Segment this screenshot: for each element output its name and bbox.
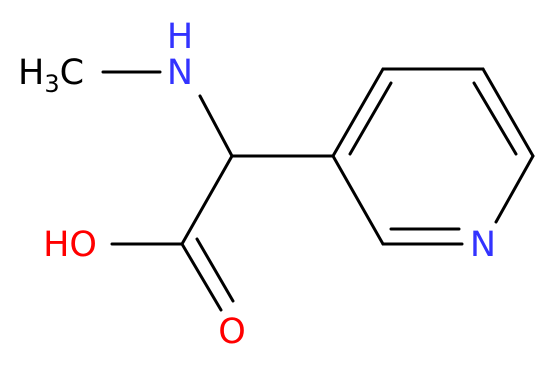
- ring-bond-c2-c3: [331, 154, 385, 246]
- ring-bond-c6-n1: [494, 154, 535, 224]
- hydroxyl-label: HO: [43, 225, 97, 265]
- ring-bond-c5-c6: [481, 67, 535, 158]
- carbonyl-oxygen-label: O: [218, 312, 246, 352]
- amine-hydrogen-label: H: [167, 17, 193, 57]
- pyridine-nitrogen-label: N: [470, 225, 496, 265]
- bond-alpha-carbon-carboxyl: [180, 154, 234, 246]
- amine-nitrogen-label: N: [167, 53, 193, 93]
- ring-bond-c5-c6-inner: [472, 81, 518, 156]
- bond-carbonyl-1: [180, 242, 223, 312]
- bonds: [101, 67, 535, 312]
- bond-nitrogen-alpha-carbon: [198, 94, 234, 158]
- methyl-label: H3C: [18, 53, 84, 98]
- ring-bond-c3-c4: [331, 67, 385, 158]
- ring-bond-c3-c4-inner: [348, 81, 393, 156]
- atom-labels: H3C H N HO O N: [18, 17, 496, 352]
- bond-carbonyl-2: [195, 237, 235, 303]
